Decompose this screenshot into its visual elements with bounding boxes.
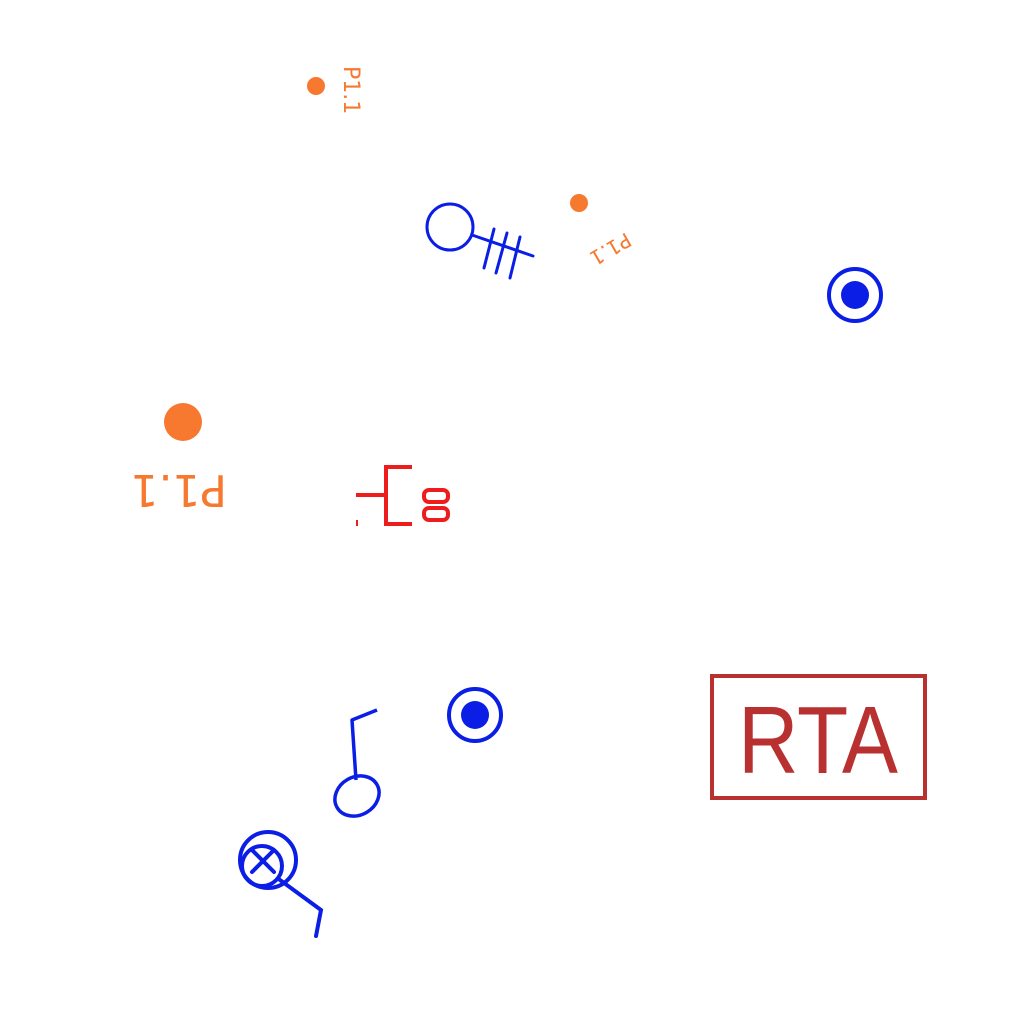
via-bottom-middle	[447, 687, 503, 743]
connector-contact-2	[422, 506, 450, 522]
via-bottom-middle-dot-icon	[461, 701, 489, 729]
probe-symbol	[333, 708, 381, 818]
crossed-ring-inner-icon	[240, 844, 284, 888]
pin-label-mid: P1.1	[586, 228, 636, 271]
ground-symbol	[425, 202, 535, 280]
ground-bar-3	[508, 235, 522, 280]
crossed-ring-symbol	[238, 830, 324, 938]
rta-label: RTA	[738, 687, 898, 794]
pin-marker-left-icon	[164, 403, 202, 441]
ground-bar-1	[482, 227, 496, 270]
via-top-right-ring-icon	[827, 267, 883, 323]
probe-ellipse-icon	[333, 774, 381, 818]
pin-label-top: P1.1	[338, 66, 363, 114]
pin-label-left: P1.1	[130, 464, 227, 515]
pin-marker-top-group: P1.1	[307, 66, 363, 114]
ground-circle-icon	[425, 202, 475, 252]
connector-bracket-icon	[384, 465, 412, 526]
via-top-right	[827, 267, 883, 323]
rta-box: RTA	[710, 674, 927, 800]
connector-contact-1	[422, 488, 450, 504]
rta-box-border	[710, 674, 927, 800]
crossed-ring-outer-icon	[238, 830, 298, 890]
pin-marker-left-group: P1.1	[130, 403, 227, 515]
crossed-ring-cross-2	[250, 848, 276, 874]
probe-stem	[350, 708, 378, 781]
connector-symbol	[356, 465, 450, 526]
crossed-ring-lead	[278, 878, 324, 938]
pin-marker-top-icon	[307, 77, 325, 95]
pin-marker-mid-group: P1.1	[570, 194, 636, 270]
via-bottom-middle-ring-icon	[447, 687, 503, 743]
pin-marker-mid-icon	[570, 194, 588, 212]
via-top-right-dot-icon	[841, 281, 869, 309]
ground-bar-2	[494, 231, 509, 275]
